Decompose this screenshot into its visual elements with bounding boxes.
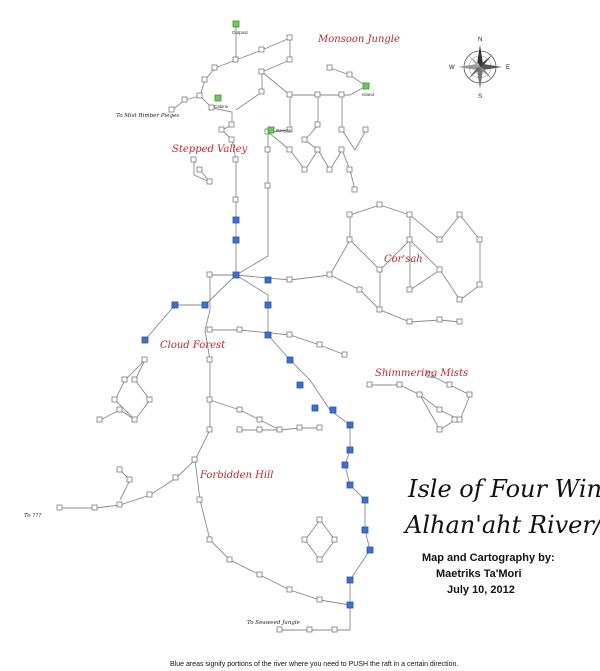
cabins-label: Cabins: [214, 104, 229, 109]
region-cloud-forest: Cloud Forest: [160, 340, 226, 351]
river-push-nodes: [141, 216, 374, 609]
credit-line-2: Maetriks Ta'Mori: [436, 568, 522, 580]
credit-line-3: July 10, 2012: [447, 584, 515, 596]
region-stepped-valley: Stepped Valley: [172, 144, 248, 155]
map-title: Isle of Four Winds: [407, 475, 600, 503]
region-forbidden-hill: Forbidden Hill: [199, 470, 273, 481]
compass-n: N: [478, 37, 482, 43]
credit-line-1: Map and Cartography by:: [422, 552, 555, 564]
banyan-marker: [267, 126, 275, 134]
island-marker: [362, 82, 370, 90]
region-labels: Monsoon Jungle Stepped Valley Cor'sah Cl…: [160, 34, 468, 481]
compass-e: E: [506, 65, 510, 71]
footer-note: Blue areas signify portions of the river…: [170, 661, 458, 668]
exit-seaweed-jungle: To Seaweed Jungle: [247, 620, 301, 626]
outpost-label: Outpost: [232, 30, 249, 35]
exit-mist-rimber-pieges: To Mist Rimber Pieges: [116, 113, 179, 119]
map-subtitle: Alhan'aht River/Wilds: [403, 511, 600, 539]
region-corsah: Cor'sah: [384, 254, 423, 265]
exit-labels: To Mist Rimber Pieges To ??? To Seaweed …: [24, 113, 301, 626]
banyan-label: Banyan: [276, 128, 292, 133]
compass-w: W: [449, 65, 455, 71]
room-nodes: [56, 34, 483, 633]
compass-s: S: [478, 94, 482, 100]
cabins-marker: [214, 94, 222, 102]
outpost-marker: [232, 20, 240, 28]
compass-rose: N S E W: [449, 37, 510, 100]
poi-nodes: Outpost Cabins Banyan Island: [214, 20, 375, 134]
exit-unknown: To ???: [24, 513, 41, 519]
region-monsoon-jungle: Monsoon Jungle: [317, 34, 400, 45]
island-label: Island: [362, 92, 375, 97]
region-shimmering-mists: Shimmering Mists: [375, 368, 468, 379]
